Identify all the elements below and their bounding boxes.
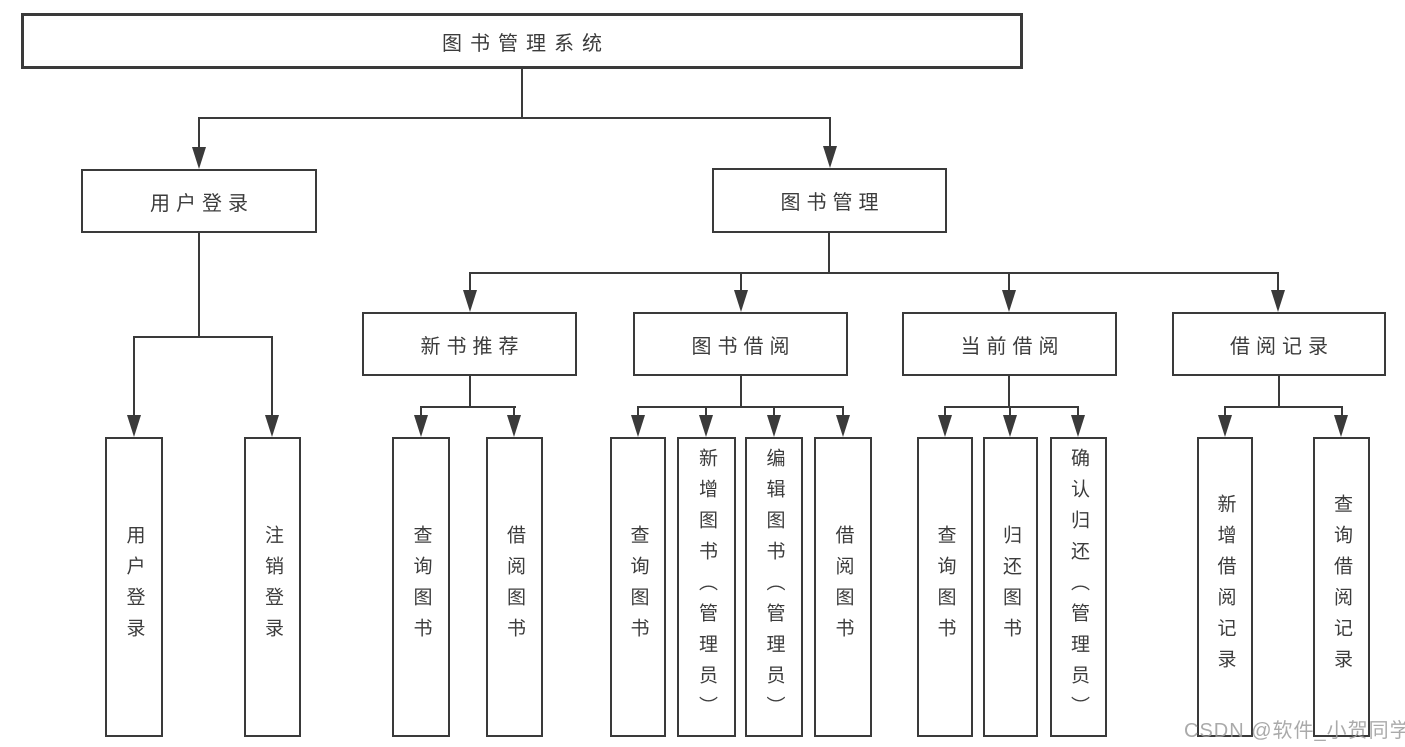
arrow-down-icon: [734, 290, 748, 312]
connector-line: [944, 406, 1079, 408]
connector-line: [829, 117, 831, 148]
arrow-down-icon: [836, 415, 850, 437]
connector-line: [740, 376, 742, 407]
node-book-management: 图书管理: [712, 168, 947, 233]
connector-line: [198, 233, 200, 337]
arrow-down-icon: [938, 415, 952, 437]
node-user-login: 用户登录: [81, 169, 317, 233]
node-library-management-system: 图书管理系统: [21, 13, 1023, 69]
connector-line: [133, 336, 273, 338]
leaf-borrow-book: 借阅图书: [814, 437, 872, 737]
connector-line: [420, 406, 422, 416]
node-new-book-recommendation: 新书推荐: [362, 312, 577, 376]
connector-line: [513, 406, 515, 416]
connector-line: [1278, 376, 1280, 407]
connector-line: [271, 336, 273, 416]
leaf-logout: 注销登录: [244, 437, 301, 737]
arrow-down-icon: [631, 415, 645, 437]
connector-line: [637, 406, 844, 408]
connector-line: [944, 406, 946, 416]
connector-line: [133, 336, 135, 416]
leaf-add-book-admin: 新增图书（管理员）: [677, 437, 736, 737]
leaf-user-login: 用户登录: [105, 437, 163, 737]
connector-line: [705, 406, 707, 416]
connector-line: [420, 406, 516, 408]
connector-line: [1341, 406, 1343, 416]
connector-line: [469, 272, 471, 291]
arrow-down-icon: [127, 415, 141, 437]
node-current-borrowing: 当前借阅: [902, 312, 1117, 376]
arrow-down-icon: [1271, 290, 1285, 312]
connector-line: [1008, 272, 1010, 291]
connector-line: [637, 406, 639, 416]
leaf-confirm-return-admin: 确认归还（管理员）: [1050, 437, 1107, 737]
connector-line: [1224, 406, 1343, 408]
connector-line: [828, 233, 830, 273]
connector-line: [1009, 406, 1011, 416]
leaf-query-borrow-record: 查询借阅记录: [1313, 437, 1370, 737]
node-borrowing-records: 借阅记录: [1172, 312, 1386, 376]
connector-line: [198, 117, 200, 149]
watermark: CSDN @软件_小贺同学: [1184, 720, 1405, 742]
arrow-down-icon: [463, 290, 477, 312]
leaf-query-book: 查询图书: [392, 437, 450, 737]
connector-line: [1277, 272, 1279, 291]
leaf-query-book: 查询图书: [917, 437, 973, 737]
arrow-down-icon: [1002, 290, 1016, 312]
connector-line: [469, 272, 1279, 274]
arrow-down-icon: [1218, 415, 1232, 437]
arrow-down-icon: [1071, 415, 1085, 437]
connector-line: [740, 272, 742, 291]
arrow-down-icon: [699, 415, 713, 437]
connector-line: [521, 69, 523, 118]
leaf-add-borrow-record: 新增借阅记录: [1197, 437, 1253, 737]
leaf-query-book: 查询图书: [610, 437, 666, 737]
arrow-down-icon: [767, 415, 781, 437]
connector-line: [198, 117, 831, 119]
connector-line: [1224, 406, 1226, 416]
connector-line: [842, 406, 844, 416]
connector-line: [773, 406, 775, 416]
arrow-down-icon: [192, 147, 206, 169]
connector-line: [469, 376, 471, 407]
arrow-down-icon: [414, 415, 428, 437]
arrow-down-icon: [1334, 415, 1348, 437]
connector-line: [1077, 406, 1079, 416]
node-book-borrowing: 图书借阅: [633, 312, 848, 376]
arrow-down-icon: [265, 415, 279, 437]
leaf-return-book: 归还图书: [983, 437, 1038, 737]
connector-line: [1008, 376, 1010, 407]
arrow-down-icon: [823, 146, 837, 168]
arrow-down-icon: [1003, 415, 1017, 437]
leaf-edit-book-admin: 编辑图书（管理员）: [745, 437, 803, 737]
arrow-down-icon: [507, 415, 521, 437]
leaf-borrow-book: 借阅图书: [486, 437, 543, 737]
